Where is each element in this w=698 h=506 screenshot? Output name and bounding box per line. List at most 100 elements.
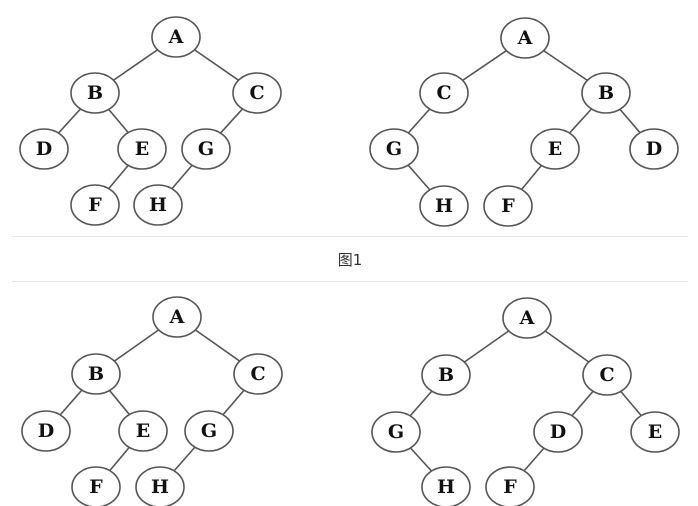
node-circle [419,72,469,114]
tree-node-c: C [232,72,282,114]
node-circle [533,411,583,453]
node-circle [369,128,419,170]
node-label: D [646,138,662,160]
node-circle [181,128,231,170]
tree-node-e: E [117,128,167,170]
node-circle [421,354,471,396]
node-label: H [149,194,167,216]
caption-band: 图1 [12,236,688,282]
node-label: G [198,138,214,160]
node-label: H [437,476,455,498]
top-trees-panel: A B C D E G F H A C B G E D H F [19,16,679,227]
tree-bottom-right: A B C G D E H F [371,297,680,506]
node-label: E [648,421,662,443]
node-circle [70,72,120,114]
node-circle [485,466,535,506]
node-circle [371,411,421,453]
node-label: G [386,138,402,160]
node-circle [135,466,185,506]
tree-node-a: A [151,16,201,58]
node-label: D [36,138,52,160]
node-circle [500,17,550,59]
tree-node-e: E [118,410,168,452]
tree-node-g: G [184,410,234,452]
node-label: A [519,307,535,329]
bottom-trees-panel: A B C D E G F H A B C G D E H F [21,296,680,506]
tree-node-e: E [530,128,580,170]
tree-node-e: E [630,411,680,453]
tree-node-d: D [533,411,583,453]
node-label: F [501,195,515,217]
tree-node-h: H [135,466,185,506]
node-label: B [88,363,104,385]
node-label: C [249,82,264,104]
tree-node-d: D [19,128,69,170]
node-circle [232,72,282,114]
tree-node-f: F [70,184,120,226]
tree-node-g: G [371,411,421,453]
tree-bottom-left: A B C D E G F H [21,296,283,506]
tree-node-f: F [485,466,535,506]
node-label: C [250,363,265,385]
tree-node-h: H [419,185,469,227]
node-label: A [168,26,184,48]
tree-node-c: C [419,72,469,114]
tree-node-d: D [629,128,679,170]
node-circle [582,354,632,396]
node-label: B [598,82,614,104]
tree-node-f: F [483,185,533,227]
node-circle [581,72,631,114]
node-circle [184,410,234,452]
tree-node-b: B [71,353,121,395]
node-label: C [436,82,451,104]
tree-node-b: B [581,72,631,114]
tree-top-left: A B C D E G F H [19,16,282,226]
tree-node-b: B [421,354,471,396]
node-circle [71,353,121,395]
tree-node-d: D [21,410,71,452]
node-circle [70,184,120,226]
node-label: E [135,138,149,160]
node-circle [421,466,471,506]
node-circle [21,410,71,452]
node-circle [630,411,680,453]
node-label: D [550,421,566,443]
node-label: A [517,27,533,49]
tree-node-g: G [369,128,419,170]
tree-node-a: A [502,297,552,339]
node-label: B [87,82,103,104]
tree-node-g: G [181,128,231,170]
node-circle [151,16,201,58]
node-label: B [438,364,454,386]
node-circle [419,185,469,227]
node-label: G [201,420,217,442]
node-circle [152,296,202,338]
node-label: E [548,138,562,160]
node-circle [233,353,283,395]
node-label: E [136,420,150,442]
node-label: F [88,194,102,216]
node-label: F [503,476,517,498]
node-label: A [169,306,185,328]
tree-node-a: A [152,296,202,338]
node-label: D [38,420,54,442]
tree-node-c: C [233,353,283,395]
node-label: G [388,421,404,443]
node-label: H [151,476,169,498]
tree-top-right: A C B G E D H F [369,17,679,227]
node-circle [483,185,533,227]
node-circle [19,128,69,170]
tree-node-b: B [70,72,120,114]
tree-node-f: F [71,466,121,506]
node-circle [117,128,167,170]
figure-caption: 图1 [337,250,363,269]
node-circle [133,184,183,226]
tree-node-h: H [421,466,471,506]
tree-node-h: H [133,184,183,226]
tree-node-c: C [582,354,632,396]
node-circle [118,410,168,452]
node-label: F [89,476,103,498]
node-circle [71,466,121,506]
node-circle [629,128,679,170]
